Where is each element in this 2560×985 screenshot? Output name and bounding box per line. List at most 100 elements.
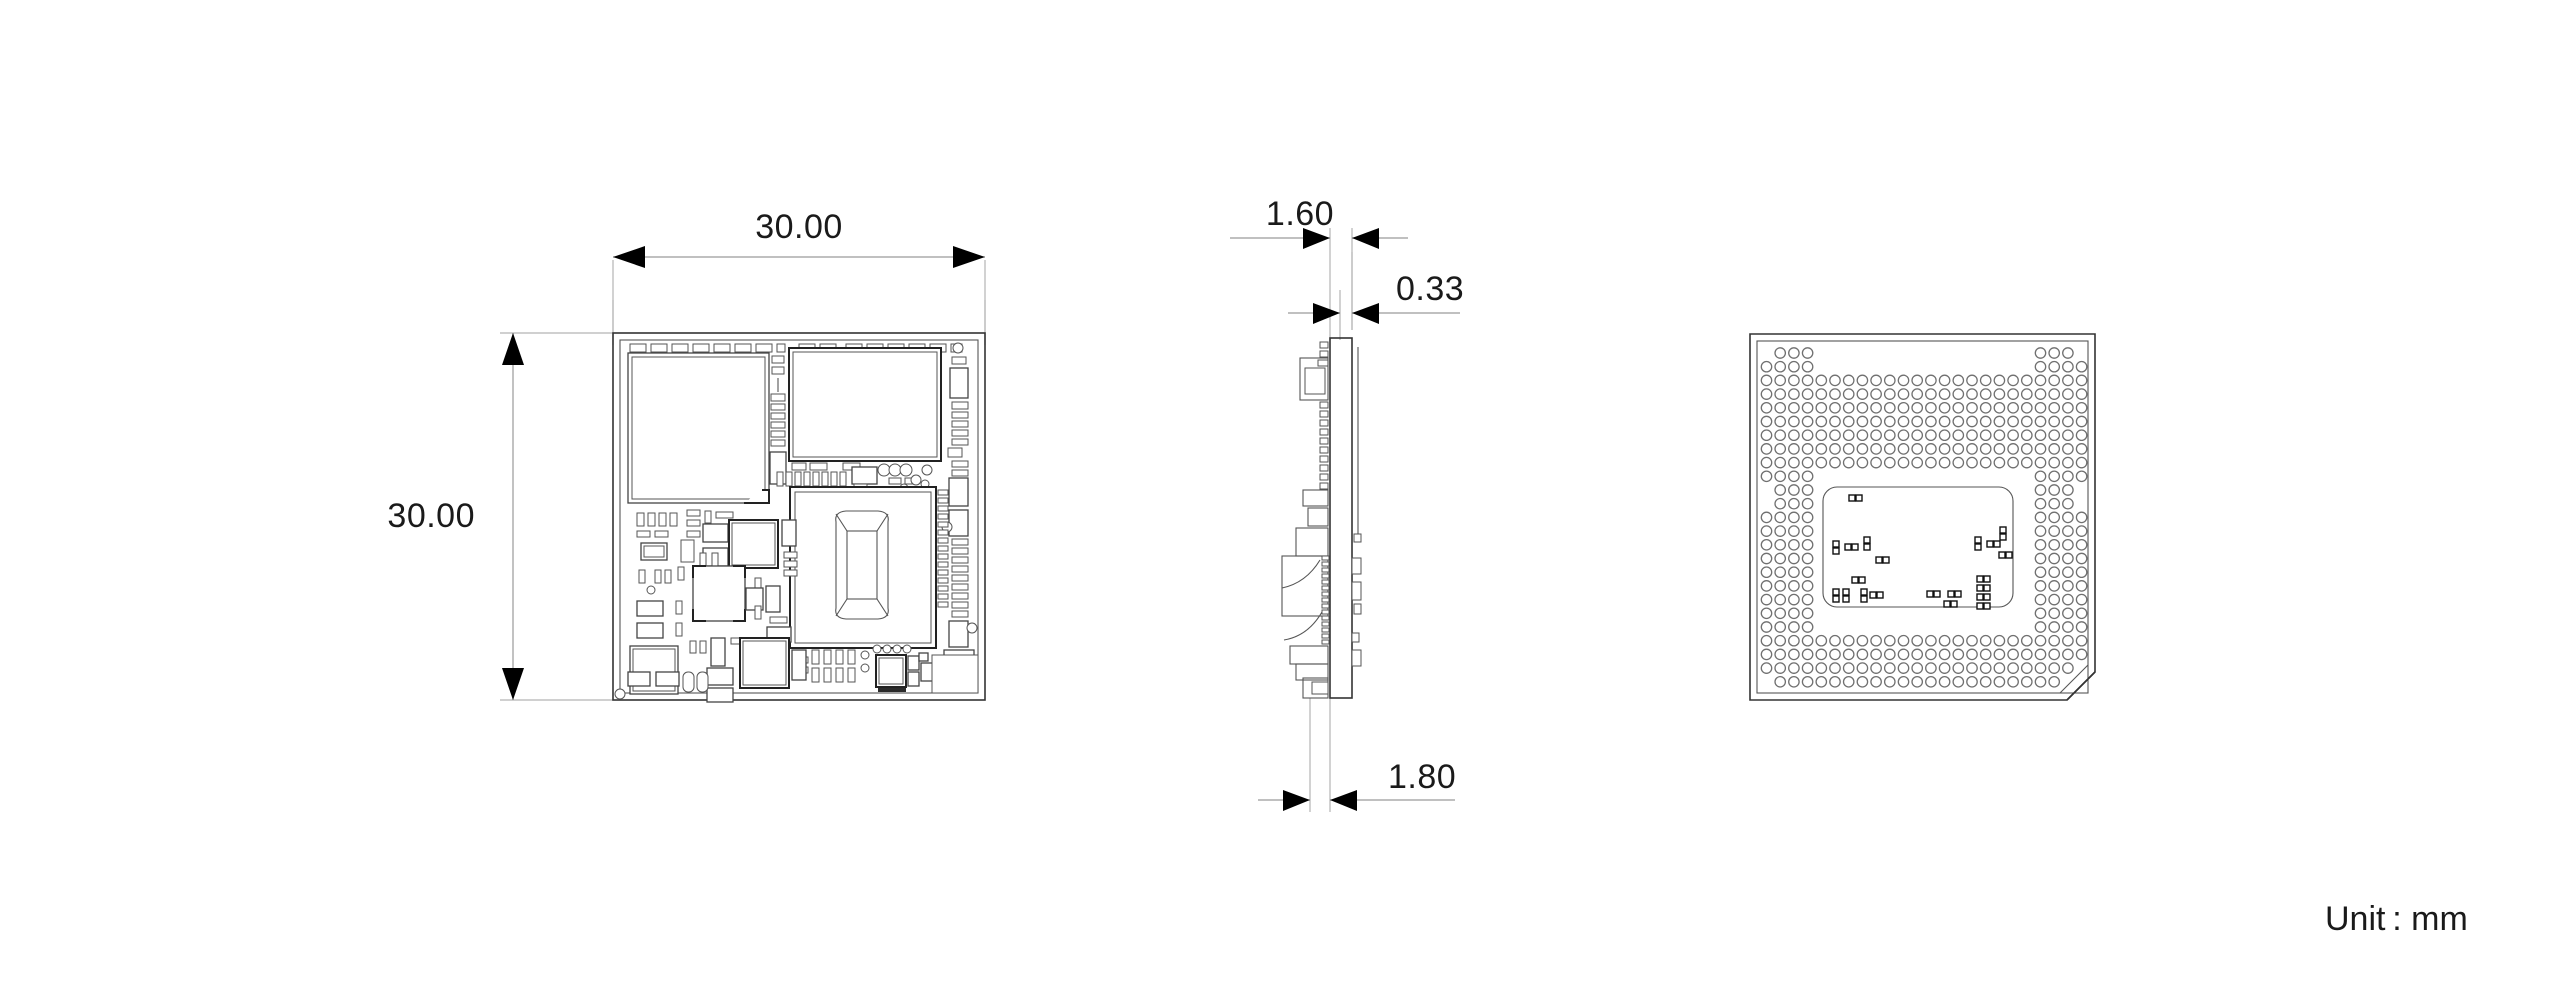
bga-ball (2062, 607, 2074, 620)
bga-ball (1870, 388, 1882, 400)
bga-ball (1842, 675, 1855, 688)
bga-ball (1870, 675, 1882, 688)
bga-ball (1993, 648, 2006, 661)
bga-ball (2048, 429, 2061, 442)
bga-ball (1911, 388, 1924, 400)
bga-ball (2034, 648, 2047, 661)
bga-ball (1760, 593, 1773, 606)
bga-ball (2034, 566, 2047, 579)
bga-ball (1815, 675, 1828, 688)
bga-ball (1815, 415, 1828, 428)
bga-ball (1774, 484, 1787, 496)
bga-ball (2062, 593, 2074, 606)
bga-ball (1774, 566, 1787, 579)
bga-ball (1774, 374, 1787, 387)
bga-ball (1774, 593, 1787, 606)
bga-ball (1966, 429, 1978, 442)
bga-ball (1966, 456, 1978, 469)
bga-ball (1774, 538, 1787, 551)
bga-ball (2020, 429, 2033, 442)
bga-ball (2075, 525, 2088, 537)
bga-ball (1788, 429, 1800, 442)
bga-ball (2048, 415, 2061, 428)
bga-ball (1801, 360, 1814, 373)
bga-ball (2062, 648, 2074, 661)
bga-ball (2007, 648, 2019, 661)
bga-ball (1815, 648, 1828, 661)
bga-ball (1760, 401, 1773, 414)
bga-ball (1897, 429, 1910, 442)
bga-ball (2034, 538, 2047, 551)
bga-ball (2034, 497, 2047, 510)
bga-ball (2062, 360, 2074, 373)
bga-ball (1760, 456, 1773, 469)
bga-ball (1993, 388, 2006, 400)
bga-ball (1952, 443, 1965, 455)
bga-ball (1911, 429, 1924, 442)
bga-ball (1897, 662, 1910, 674)
bga-ball (1760, 634, 1773, 647)
bga-ball (1979, 415, 1992, 428)
bga-ball (2075, 456, 2088, 469)
arrowhead-thickness-right (1352, 228, 1379, 249)
bga-ball (1788, 470, 1800, 483)
bga-ball (2062, 662, 2074, 674)
bga-ball (2020, 456, 2033, 469)
bga-ball (2034, 429, 2047, 442)
bga-ball (2062, 374, 2074, 387)
soc-package (789, 486, 937, 649)
bga-ball (1801, 538, 1814, 551)
bga-ball (1856, 401, 1869, 414)
dimension-label-side-thickness: 1.60 (1266, 195, 1334, 233)
dimension-label-side-component-height: 1.80 (1388, 758, 1456, 796)
bga-ball (1952, 388, 1965, 400)
bga-ball (2062, 580, 2074, 592)
bga-ball (1870, 634, 1882, 647)
shield-can-left-corner-mark (744, 489, 770, 504)
bga-ball (1760, 374, 1773, 387)
bga-ball (2034, 374, 2047, 387)
bga-ball (2020, 648, 2033, 661)
bga-ball (1801, 415, 1814, 428)
bga-ball (1979, 443, 1992, 455)
bga-ball (1856, 648, 1869, 661)
bga-ball (1883, 429, 1896, 442)
bga-ball (1925, 675, 1937, 688)
arrowhead-height-left (1283, 790, 1310, 811)
bga-ball (2034, 525, 2047, 537)
bga-ball (1993, 443, 2006, 455)
soc-die-outline (835, 510, 889, 620)
bga-ball (1952, 662, 1965, 674)
bga-ball (1801, 484, 1814, 496)
bga-package-inner-outline (1756, 340, 2089, 694)
bga-ball (1897, 415, 1910, 428)
bga-ball (1788, 388, 1800, 400)
bga-ball (1870, 648, 1882, 661)
bga-ball (1760, 429, 1773, 442)
bga-ball (1842, 429, 1855, 442)
bga-ball (2034, 443, 2047, 455)
bga-ball (1966, 401, 1978, 414)
bga-ball (1979, 456, 1992, 469)
bga-ball (1801, 621, 1814, 633)
pcb-outline (612, 332, 986, 701)
bga-ball (2048, 593, 2061, 606)
bga-ball (1842, 374, 1855, 387)
bga-ball (1883, 648, 1896, 661)
bga-ball (1774, 415, 1787, 428)
side-fine-finger-row (1321, 555, 1330, 645)
bga-ball (1788, 552, 1800, 565)
bga-ball (1883, 443, 1896, 455)
bga-ball (1774, 634, 1787, 647)
bga-ball (2062, 566, 2074, 579)
bga-ball (2034, 634, 2047, 647)
bga-ball (1815, 429, 1828, 442)
bga-ball (1993, 374, 2006, 387)
bga-ball (2075, 511, 2088, 524)
bga-ball (1870, 662, 1882, 674)
bga-ball (1829, 388, 1841, 400)
bga-ball (2048, 484, 2061, 496)
bga-pin1-chamfer (2066, 671, 2096, 701)
bga-ball (2048, 552, 2061, 565)
bga-ball (2062, 443, 2074, 455)
